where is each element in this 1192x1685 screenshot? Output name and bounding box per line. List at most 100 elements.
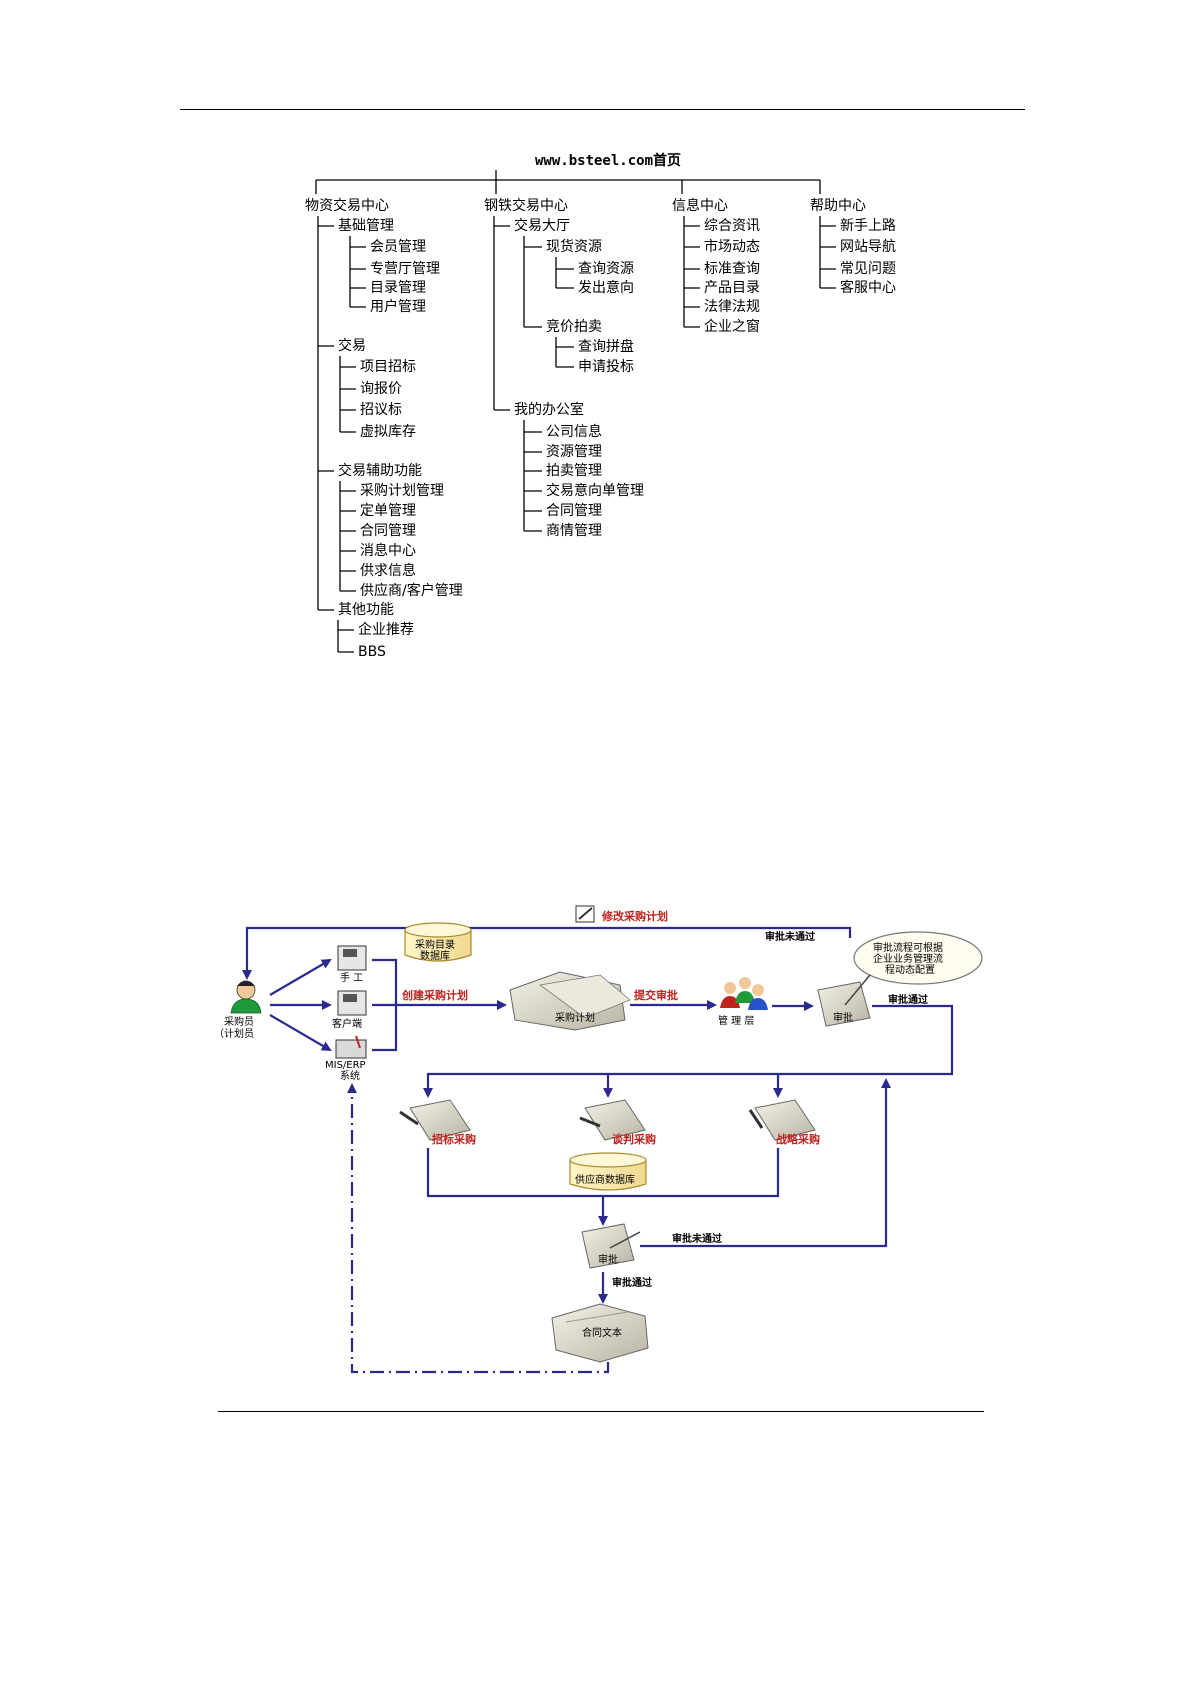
tree-node-c1b: 交易	[338, 337, 366, 354]
tree-node-c1a1: 会员管理	[370, 239, 426, 255]
tree-node-c2a1: 现货资源	[546, 238, 602, 255]
tree-node-c2a: 交易大厅	[514, 217, 570, 234]
tree-node-c4c: 常见问题	[840, 261, 896, 277]
negotiate-label: 谈判采购	[612, 1132, 656, 1146]
top-rule	[180, 109, 1025, 110]
tree-node-c2a2a: 查询拼盘	[578, 338, 634, 355]
create-plan-label: 创建采购计划	[401, 988, 468, 1002]
tree-branch-c1a	[349, 236, 366, 308]
tree-branch-c2	[493, 216, 510, 411]
purchaser-label-2: （计划员	[214, 1027, 254, 1040]
tree-node-c2b: 我的办公室	[514, 401, 584, 418]
tree-node-c2b5: 合同管理	[546, 503, 602, 519]
tree-root-connector	[315, 170, 821, 194]
contract-doc-icon	[551, 1303, 649, 1363]
purchase-plan-icon	[509, 971, 631, 1031]
tree-node-c2a2b: 申请投标	[578, 359, 634, 375]
contract-label: 合同文本	[582, 1326, 622, 1339]
tree-node-c2b3: 拍卖管理	[546, 463, 602, 479]
tree-node-c3f: 企业之窗	[704, 318, 760, 335]
tree-labels: 物资交易中心基础管理会员管理专营厅管理目录管理用户管理交易项目招标询报价招议标虚…	[305, 197, 896, 660]
contract-return-dashed-line	[347, 1083, 610, 1374]
tree-connectors	[315, 170, 836, 653]
tree-node-c4d: 客服中心	[840, 279, 896, 296]
tree-node-c1b3: 招议标	[360, 402, 402, 418]
tree-node-c1: 物资交易中心	[305, 197, 389, 214]
tree-node-c1b4: 虚拟库存	[360, 424, 416, 440]
erp-label-1: MIS/ERP	[325, 1060, 366, 1071]
tender-label: 招标采购	[432, 1132, 476, 1146]
management-label: 管 理 层	[718, 1014, 754, 1027]
tree-node-c1c: 交易辅助功能	[338, 462, 422, 479]
catalog-db-label-2: 数据库	[420, 949, 450, 962]
tree-branch-c2a2	[555, 337, 574, 368]
arrow-to-erp	[269, 1014, 332, 1052]
arrow-to-manual	[269, 958, 332, 996]
tree-node-c1b1: 项目招标	[360, 359, 416, 375]
site-map-tree: www.bsteel.com首页 物资交易中心基础管理会员管理专营厅管理目录管理…	[305, 152, 896, 660]
tree-root: www.bsteel.com首页	[535, 152, 681, 169]
tree-node-c4b: 网站导航	[840, 239, 896, 255]
inputs-bracket	[372, 958, 398, 1052]
tree-branch-c2a	[523, 236, 542, 328]
strategic-procurement-icon	[748, 1099, 816, 1141]
catalog-db-icon	[404, 922, 472, 962]
catalog-db-label-1: 采购目录	[415, 938, 455, 951]
strategic-label: 战略采购	[776, 1132, 820, 1146]
tree-node-c2b4: 交易意向单管理	[546, 482, 644, 499]
tree-branch-c3	[683, 216, 700, 328]
tree-node-c1d1: 企业推荐	[358, 621, 414, 638]
tree-node-c4: 帮助中心	[810, 198, 866, 214]
tree-node-c3: 信息中心	[672, 197, 728, 214]
tree-branch-c4	[819, 216, 836, 289]
tree-node-c1a2: 专营厅管理	[370, 261, 440, 277]
tender-procurement-icon	[399, 1099, 471, 1141]
tree-node-c1c5: 供求信息	[360, 562, 416, 579]
tree-node-c1b2: 询报价	[360, 381, 402, 397]
tree-branch-c1d	[337, 620, 354, 653]
tree-node-c2b6: 商情管理	[546, 523, 602, 539]
tree-node-c3d: 产品目录	[704, 280, 760, 296]
tree-node-c1d: 其他功能	[338, 602, 394, 618]
tree-branch-c2a1	[555, 257, 574, 289]
tree-node-c1a: 基础管理	[338, 217, 394, 234]
manual-label: 手 工	[340, 971, 363, 984]
approval-note-cloud	[853, 931, 983, 985]
tree-node-c1c3: 合同管理	[360, 523, 416, 539]
management-group-icon	[720, 977, 768, 1010]
tree-node-c1c4: 消息中心	[360, 542, 416, 559]
approval-note-line-2: 企业业务管理流	[873, 952, 943, 965]
modify-plan-label: 修改采购计划	[601, 909, 668, 923]
tree-node-c1c1: 采购计划管理	[360, 483, 444, 499]
bottom-rule	[218, 1411, 984, 1412]
client-label: 客户端	[332, 1017, 362, 1030]
supplier-db-label: 供应商数据库	[575, 1173, 635, 1186]
tree-node-c3c: 标准查询	[704, 261, 760, 277]
tree-node-c2a1a: 查询资源	[578, 261, 634, 277]
supplier-db-icon	[569, 1152, 647, 1191]
tree-node-c1d2: BBS	[358, 644, 386, 660]
tree-branch-c1b	[339, 356, 356, 433]
erp-system-icon	[335, 1035, 367, 1059]
purchaser-person-icon	[230, 980, 262, 1014]
client-input-icon	[337, 990, 367, 1016]
approval-2-doc-icon	[581, 1223, 641, 1269]
approve-fail-bottom-loop	[640, 1078, 891, 1248]
modify-plan-loop	[242, 926, 852, 980]
tree-node-c2b1: 公司信息	[546, 423, 602, 440]
tree-branch-c1c	[339, 481, 356, 592]
approve-pass-bottom-label: 审批通过	[612, 1276, 652, 1289]
submit-label: 提交审批	[634, 988, 678, 1002]
approve-label: 审批	[833, 1011, 853, 1024]
approve-pass-right-line	[423, 1004, 954, 1098]
approve-2-label: 审批	[598, 1253, 618, 1266]
tree-node-c2a2: 竞价拍卖	[546, 318, 602, 335]
tree-node-c3a: 综合资讯	[704, 218, 760, 234]
negotiate-procurement-icon	[579, 1099, 646, 1141]
erp-label-2: 系统	[340, 1069, 360, 1082]
tree-node-c1c6: 供应商/客户管理	[360, 582, 463, 599]
tree-branch-c1	[317, 216, 334, 611]
approval-doc-icon	[817, 974, 871, 1027]
tree-node-c2: 钢铁交易中心	[484, 197, 568, 214]
